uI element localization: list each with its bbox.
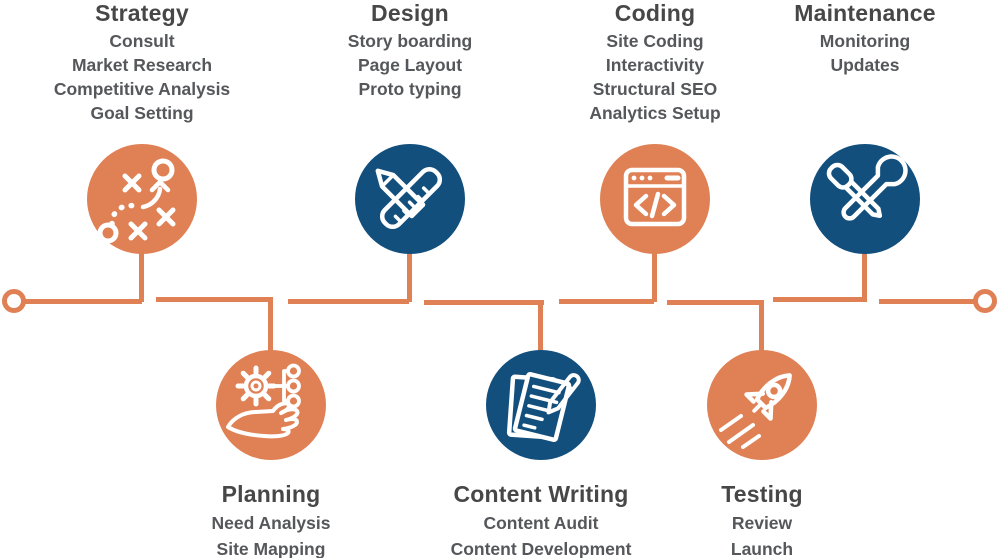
stage-item: Content Audit [483,513,599,533]
paper-pencil-icon [506,371,581,443]
timeline-segment-4 [424,300,544,305]
rocket-icon [719,373,792,449]
stage-circle-strategy [87,144,197,254]
strategy-tactics-icon [97,158,176,244]
timeline-segment-7 [773,297,866,302]
stage-circle-coding [600,144,710,254]
connector-stem-design [407,248,412,302]
stage-item: Site Coding [606,31,704,51]
stage-circle-planning [216,350,326,460]
stage-item: Interactivity [605,55,705,75]
stage-title-testing: Testing [721,481,803,507]
timeline-segment-5 [559,299,654,304]
wrench-screwdriver-icon [826,154,908,221]
timeline-segment-3 [288,299,409,304]
stage-labels-strategy: Strategy Consult Market Research Competi… [0,0,292,125]
stage-item: Need Analysis [211,513,331,533]
timeline-segment-8 [879,299,974,304]
stage-item: Analytics Setup [589,103,721,123]
pencil-ruler-icon [375,166,443,230]
timeline-start-ring [2,289,26,313]
stage-title-maintenance: Maintenance [794,0,936,26]
stage-circle-design [355,144,465,254]
stage-labels-design: Design Story boarding Page Layout Proto … [260,0,560,101]
stage-item: Proto typing [358,79,462,99]
stage-item: Goal Setting [90,103,194,123]
stage-item: Consult [109,31,175,51]
stage-item: Content Development [450,539,632,558]
stage-item: Launch [730,539,794,558]
stage-item: Page Layout [357,55,463,75]
stage-labels-testing: Testing Review Launch [612,481,912,558]
stage-item: Story boarding [347,31,473,51]
connector-stem-content-writing [538,300,543,352]
stage-title-strategy: Strategy [95,0,189,26]
stage-item: Review [731,513,793,533]
connector-stem-coding [652,248,657,302]
stage-item: Competitive Analysis [53,79,231,99]
browser-code-icon [623,167,687,227]
stage-labels-content-writing: Content Writing Content Audit Content De… [391,481,691,558]
timeline-segment-1 [24,299,142,304]
stage-title-coding: Coding [614,0,696,26]
timeline-end-ring [973,289,997,313]
stage-item: Market Research [71,55,213,75]
stage-title-content-writing: Content Writing [453,481,629,507]
stage-item: Updates [830,55,900,75]
stage-title-planning: Planning [221,481,321,507]
hand-gear-icon [226,363,301,439]
stage-title-design: Design [371,0,449,26]
stage-labels-planning: Planning Need Analysis Site Mapping [121,481,421,558]
stage-labels-coding: Coding Site Coding Interactivity Structu… [505,0,805,125]
stage-circle-testing [707,350,817,460]
timeline-segment-2 [156,297,273,302]
stage-circle-maintenance [810,144,920,254]
stage-item: Monitoring [819,31,911,51]
connector-stem-maintenance [862,248,867,302]
connector-stem-strategy [139,248,144,302]
timeline-segment-6 [667,300,763,305]
connector-stem-testing [759,300,764,352]
stage-labels-maintenance: Maintenance Monitoring Updates [715,0,1000,77]
stage-circle-content-writing [486,350,596,460]
connector-stem-planning [268,300,273,352]
stage-item: Site Mapping [216,539,326,558]
stage-item: Structural SEO [592,79,718,99]
